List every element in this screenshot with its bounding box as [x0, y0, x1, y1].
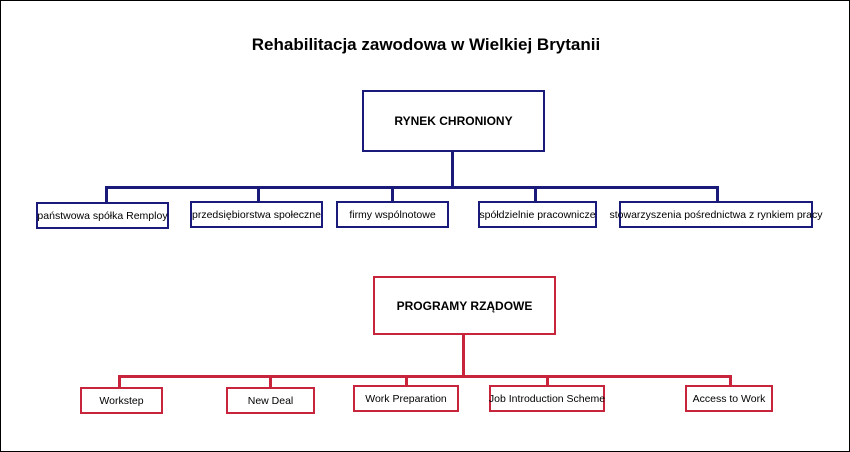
node-label: Job Introduction Scheme [488, 392, 606, 405]
node-label: New Deal [247, 394, 294, 407]
connector-line [716, 186, 719, 203]
connector-line [269, 375, 272, 389]
government-programs-child-new-deal: New Deal [226, 387, 315, 414]
node-label: Work Preparation [365, 392, 447, 405]
government-programs-label: PROGRAMY RZĄDOWE [396, 298, 533, 313]
node-label: stowarzyszenia pośrednictwa z rynkiem pr… [609, 208, 823, 221]
node-label: Workstep [99, 394, 144, 407]
connector-line [534, 186, 537, 203]
protected-market-child-cooperatives: spółdzielnie pracownicze [478, 201, 597, 228]
government-programs-child-work-preparation: Work Preparation [353, 385, 459, 412]
connector-line [105, 186, 719, 189]
connector-line [391, 186, 394, 203]
node-label: spółdzielnie pracownicze [479, 208, 596, 221]
diagram-title: Rehabilitacja zawodowa w Wielkiej Brytan… [251, 35, 601, 54]
node-label: państwowa spółka Remploy [37, 209, 168, 222]
government-programs-child-job-introduction-scheme: Job Introduction Scheme [489, 385, 605, 412]
node-label: Access to Work [692, 392, 766, 405]
protected-market-child-mediation-associations: stowarzyszenia pośrednictwa z rynkiem pr… [610, 201, 823, 228]
node-label: przedsiębiorstwa społeczne [192, 208, 321, 221]
government-programs-child-access-to-work: Access to Work [685, 385, 773, 412]
government-programs-node: PROGRAMY RZĄDOWE [373, 276, 556, 335]
government-programs-child-workstep: Workstep [80, 387, 163, 414]
connector-line [729, 375, 732, 387]
node-label: firmy wspólnotowe [349, 208, 436, 221]
connector-line [257, 186, 260, 203]
connector-line [118, 375, 732, 378]
protected-market-label: RYNEK CHRONIONY [394, 114, 513, 128]
connector-line [118, 375, 121, 389]
protected-market-child-remploy: państwowa spółka Remploy [36, 202, 169, 229]
connector-line [462, 333, 465, 377]
connector-line [451, 150, 454, 187]
connector-line [546, 375, 549, 387]
protected-market-child-social-enterprises: przedsiębiorstwa społeczne [190, 201, 323, 228]
protected-market-child-community-firms: firmy wspólnotowe [336, 201, 449, 228]
protected-market-node: RYNEK CHRONIONY [362, 90, 545, 152]
connector-line [105, 186, 108, 204]
connector-line [405, 375, 408, 387]
